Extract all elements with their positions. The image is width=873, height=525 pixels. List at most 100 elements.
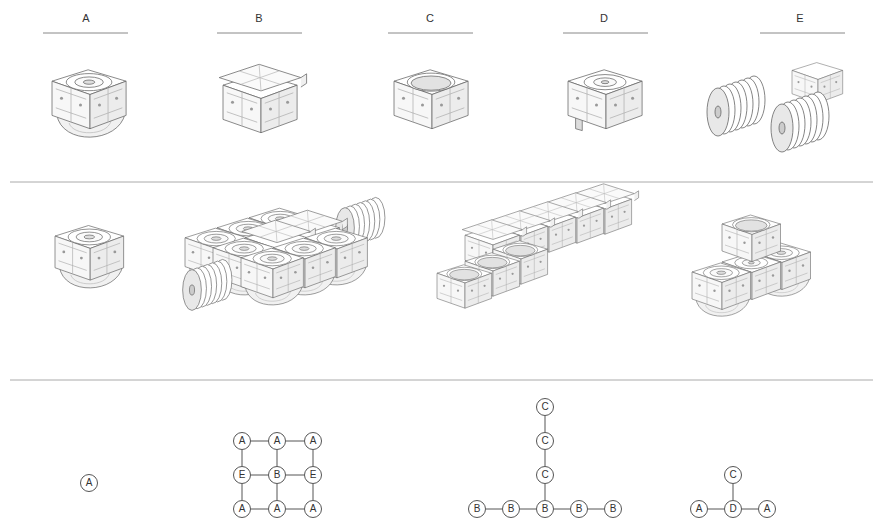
circle-shape bbox=[759, 501, 776, 518]
adc-module bbox=[722, 215, 781, 262]
module-c bbox=[394, 70, 468, 129]
rover-wheel bbox=[183, 259, 232, 310]
module-link bbox=[286, 509, 304, 510]
module-e-wheel bbox=[771, 92, 829, 152]
module-link bbox=[545, 450, 546, 466]
module-circle: C bbox=[536, 432, 554, 450]
module-b bbox=[219, 64, 306, 132]
module-circle: B bbox=[468, 500, 486, 518]
circle-shape bbox=[537, 433, 554, 450]
module-link bbox=[742, 509, 758, 510]
module-letter: C bbox=[541, 402, 548, 412]
module-circle: A bbox=[233, 500, 251, 518]
assembly-adc bbox=[692, 215, 811, 316]
adc-module bbox=[692, 263, 751, 316]
module-letter: A bbox=[274, 436, 281, 446]
circle-shape bbox=[725, 467, 742, 484]
circle-shape bbox=[81, 475, 98, 492]
module-circle: A bbox=[80, 474, 98, 492]
module-circle: B bbox=[502, 500, 520, 518]
module-heading: B bbox=[255, 12, 262, 24]
module-link bbox=[286, 475, 304, 476]
module-circle: A bbox=[304, 432, 322, 450]
module-link bbox=[251, 509, 268, 510]
module-link bbox=[286, 441, 304, 442]
circle-shape bbox=[469, 501, 486, 518]
assembly-a bbox=[55, 226, 124, 288]
module-heading: E bbox=[796, 12, 803, 24]
circle-shape bbox=[234, 433, 251, 450]
assembly-rover bbox=[183, 197, 385, 310]
module-circle: A bbox=[268, 432, 286, 450]
module-circle: B bbox=[604, 500, 622, 518]
module-circle: A bbox=[758, 500, 776, 518]
circle-shape bbox=[305, 433, 322, 450]
circle-shape bbox=[691, 501, 708, 518]
assembly-t bbox=[437, 184, 639, 308]
module-circle: C bbox=[536, 398, 554, 416]
module-link bbox=[251, 475, 268, 476]
module-letter: B bbox=[576, 504, 583, 514]
module-circle: A bbox=[268, 500, 286, 518]
module-link bbox=[242, 450, 243, 466]
module-circle: D bbox=[724, 500, 742, 518]
module-circle: E bbox=[304, 466, 322, 484]
circle-shape bbox=[269, 501, 286, 518]
header-rules bbox=[43, 33, 845, 34]
circle-shape bbox=[234, 467, 251, 484]
circle-shape bbox=[605, 501, 622, 518]
module-link bbox=[708, 509, 724, 510]
module-circle: C bbox=[536, 466, 554, 484]
circle-shape bbox=[537, 399, 554, 416]
module-letter: C bbox=[541, 436, 548, 446]
row-dividers bbox=[10, 182, 873, 380]
module-letter: E bbox=[239, 470, 246, 480]
module-link bbox=[313, 484, 314, 500]
circle-shape bbox=[305, 501, 322, 518]
module-circle: E bbox=[233, 466, 251, 484]
module-circle: C bbox=[724, 466, 742, 484]
module-letter: C bbox=[541, 470, 548, 480]
module-letter: A bbox=[764, 504, 771, 514]
module-letter: A bbox=[239, 504, 246, 514]
module-letter: B bbox=[542, 504, 549, 514]
module-link bbox=[545, 484, 546, 500]
t-module bbox=[437, 265, 492, 308]
module-link bbox=[520, 509, 536, 510]
module-letter: B bbox=[610, 504, 617, 514]
module-d bbox=[568, 70, 642, 131]
module-link bbox=[588, 509, 604, 510]
module-heading: D bbox=[600, 12, 608, 24]
module-letter: B bbox=[274, 470, 281, 480]
module-circle: A bbox=[690, 500, 708, 518]
module-letter: D bbox=[729, 504, 736, 514]
circle-shape bbox=[537, 501, 554, 518]
module-link bbox=[277, 484, 278, 500]
module-circle: B bbox=[570, 500, 588, 518]
circle-shape bbox=[234, 501, 251, 518]
module-link bbox=[486, 509, 502, 510]
module-link bbox=[251, 441, 268, 442]
module-circle: A bbox=[233, 432, 251, 450]
circle-shape bbox=[269, 433, 286, 450]
module-a bbox=[52, 70, 126, 137]
module-letter: A bbox=[274, 504, 281, 514]
module-heading: C bbox=[426, 12, 434, 24]
module-link bbox=[242, 484, 243, 500]
module-letter: B bbox=[474, 504, 481, 514]
module-circle: B bbox=[536, 500, 554, 518]
module-e-wheel bbox=[707, 76, 765, 136]
module-letter: A bbox=[310, 436, 317, 446]
circle-shape bbox=[571, 501, 588, 518]
module-link bbox=[554, 509, 570, 510]
module-letter: A bbox=[86, 478, 93, 488]
circle-shape bbox=[269, 467, 286, 484]
module-letter: E bbox=[310, 470, 317, 480]
rover-module bbox=[241, 248, 303, 305]
module-link bbox=[733, 484, 734, 500]
module-link bbox=[313, 450, 314, 466]
module-link bbox=[277, 450, 278, 466]
